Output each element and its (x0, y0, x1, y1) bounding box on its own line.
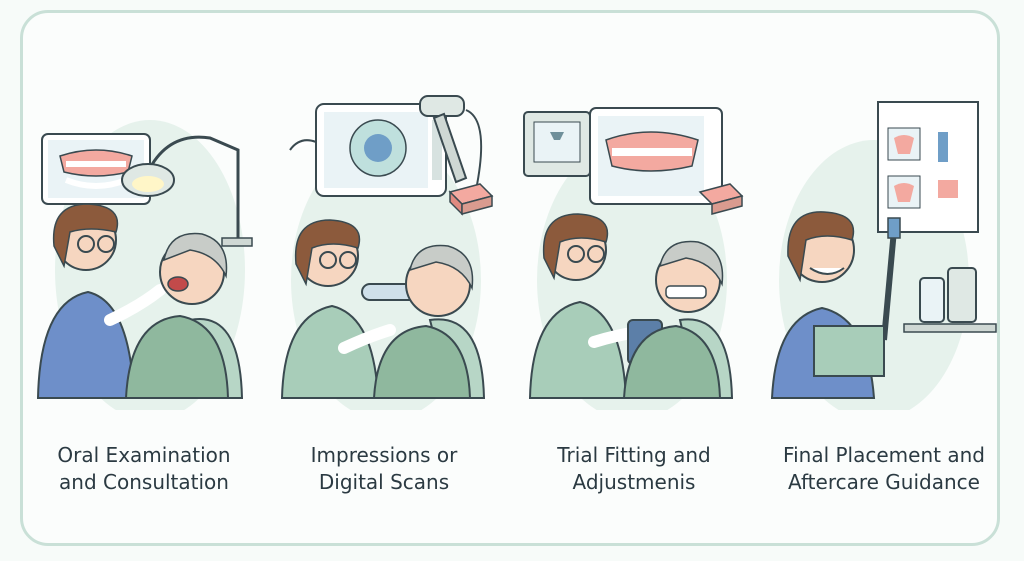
dentist-figure (280, 219, 427, 399)
step-trial-fitting-caption: Trial Fitting and Adjustmenis (520, 442, 748, 496)
step-final-placement-caption: Final Placement and Aftercare Guidance (770, 442, 998, 496)
patient-in-chair (372, 244, 486, 399)
dental-lamp-icon (121, 135, 253, 247)
step-impressions-line2: Digital Scans (318, 470, 450, 494)
step-oral-exam-illustration (30, 80, 258, 410)
step-oral-exam-line2: and Consultation (59, 470, 229, 494)
step-trial-fitting-illustration (520, 80, 748, 410)
patient-with-trial-denture (622, 240, 734, 399)
step-impressions-line1: Impressions or (310, 443, 458, 467)
step-trial-fitting-line2: Adjustmenis (572, 470, 696, 494)
step-oral-exam-caption: Oral Examination and Consultation (30, 442, 258, 496)
tablet-3d-scan-icon (289, 103, 447, 197)
dentist-figure (36, 203, 166, 399)
step-final-placement-line1: Final Placement and (783, 443, 985, 467)
dentist-with-booklet (770, 211, 885, 399)
step-impressions-illustration (270, 80, 498, 410)
3d-printer-icon (523, 111, 591, 177)
monitor-dentures-icon (41, 133, 151, 205)
care-instructions-chart-icon (877, 101, 979, 233)
step-oral-exam-line1: Oral Examination (57, 443, 231, 467)
step-trial-fitting-line1: Trial Fitting and (557, 443, 711, 467)
monitor-denture-model-icon (589, 107, 744, 215)
intraoral-scanner-icon (419, 95, 483, 191)
toothbrush-icon (881, 217, 901, 341)
patient-in-chair (124, 232, 244, 399)
impression-tray-icon (448, 183, 494, 216)
step-impressions-caption: Impressions or Digital Scans (270, 442, 498, 496)
care-products-icon (903, 267, 997, 333)
step-final-placement-illustration (770, 80, 998, 410)
step-final-placement-line2: Aftercare Guidance (788, 470, 980, 494)
